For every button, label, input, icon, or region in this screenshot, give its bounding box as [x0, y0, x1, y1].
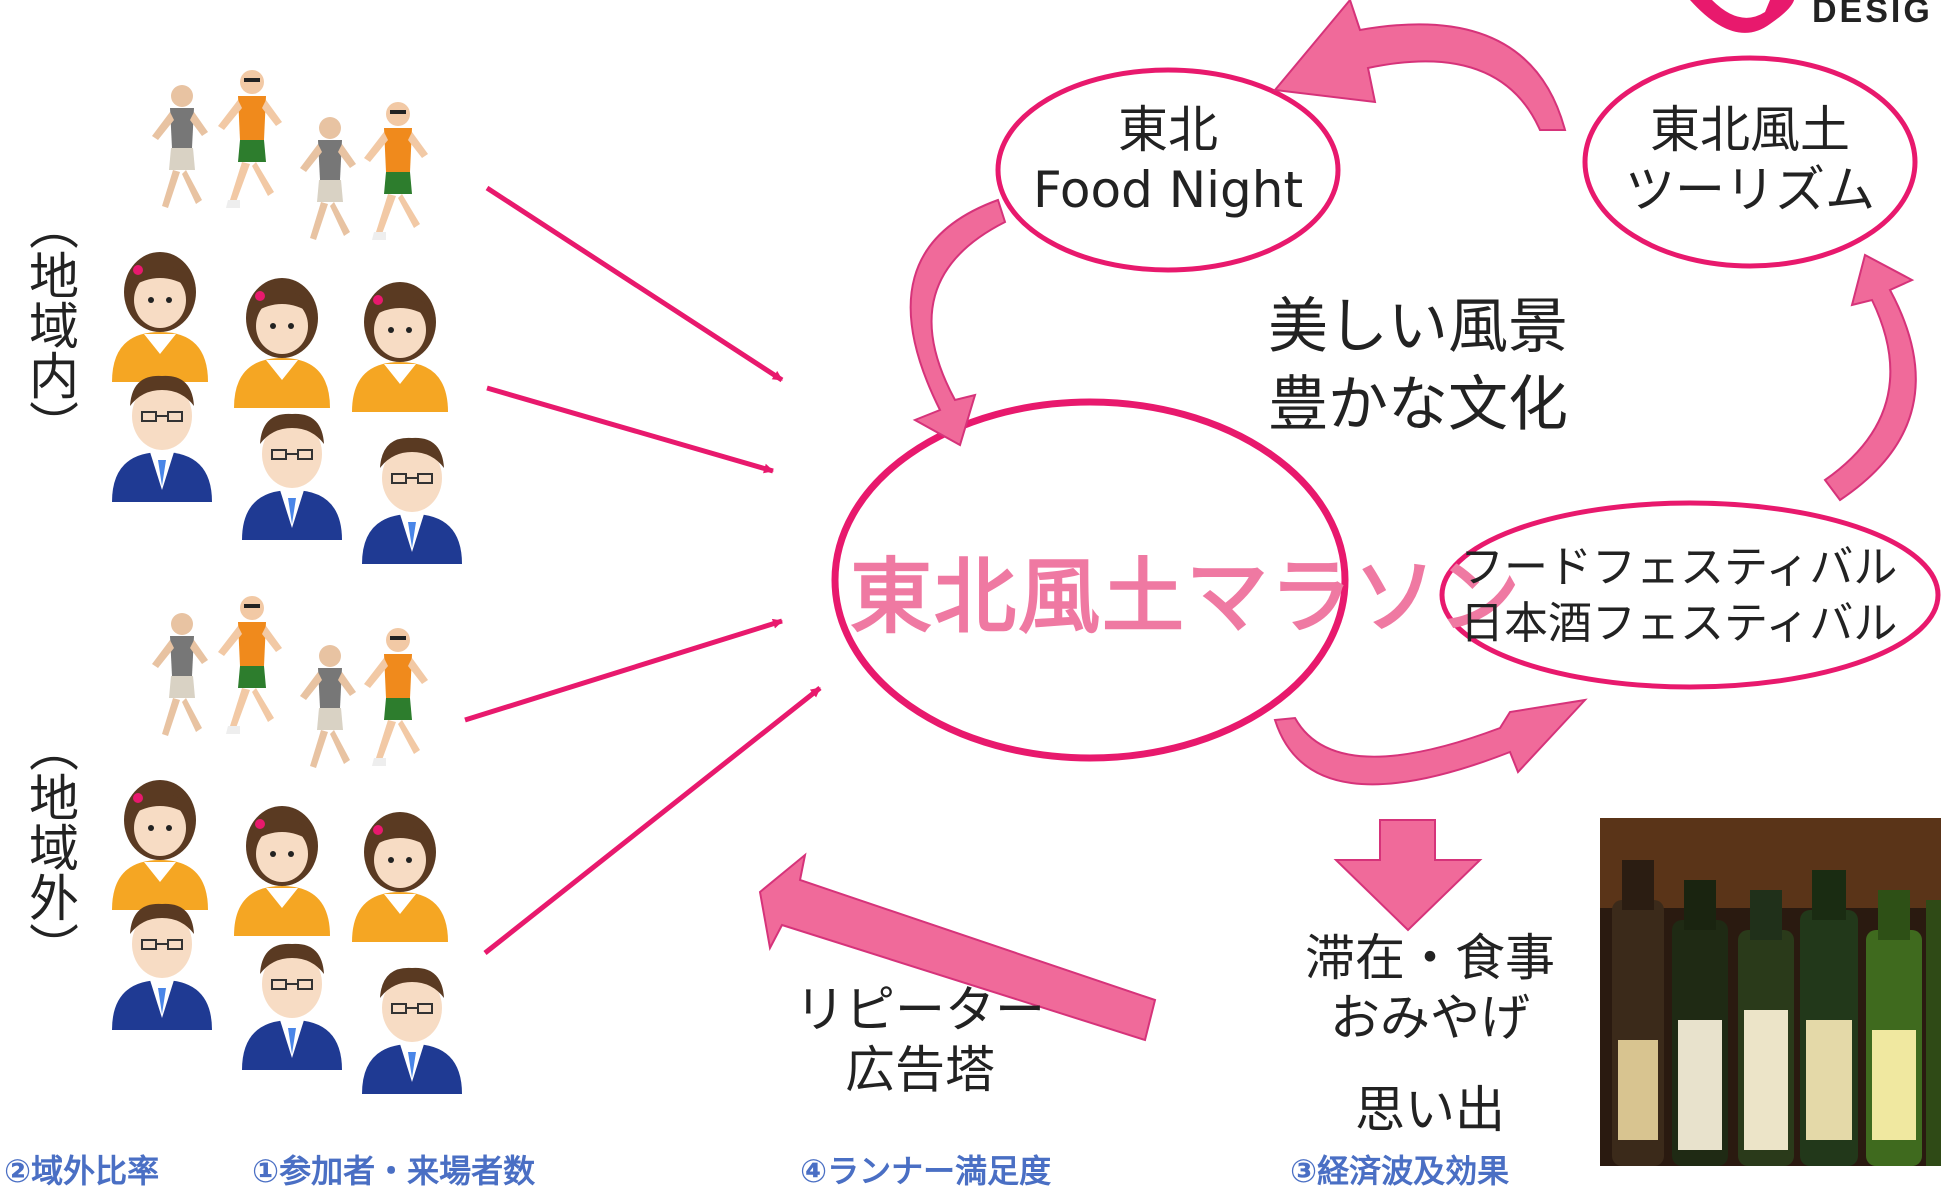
arrow-festival-to-tourism	[1823, 253, 1917, 502]
food-night-ellipse	[995, 67, 1341, 273]
arrow-outside-2	[483, 686, 822, 955]
people-inside-illustration	[111, 252, 463, 565]
sake-bottles-photo	[1600, 818, 1941, 1166]
food-night-label: 東北 Food Night	[1032, 101, 1304, 219]
runners-outside-illustration	[152, 596, 428, 768]
tourism-label: 東北風土 ツーリズム	[1625, 101, 1875, 219]
metric-outside-ratio: ②域外比率	[4, 1152, 160, 1190]
arrow-foodnight-to-marathon	[909, 198, 1007, 447]
scenery-culture-text: 美しい風景 豊かな文化	[1268, 292, 1568, 440]
runners-inside-illustration	[152, 70, 428, 240]
people-outside-illustration	[111, 780, 463, 1095]
marathon-ellipse	[831, 398, 1349, 762]
arrow-marathon-to-festival	[1273, 698, 1588, 786]
festival-label: フードフェスティバル 日本酒フェスティバル	[1460, 542, 1898, 649]
arrow-down	[1333, 819, 1483, 932]
metric-participants: ①参加者・来場者数	[252, 1152, 536, 1190]
tourism-ellipse	[1582, 55, 1918, 269]
arrow-repeater-back	[758, 852, 1157, 1042]
marathon-title: 東北風土マラソン	[850, 550, 1523, 645]
cycle-arrows	[758, 0, 1917, 1042]
participant-arrows	[464, 185, 822, 955]
metric-runner-satisfaction: ④ランナー満足度	[800, 1152, 1052, 1190]
arrow-inside-1	[485, 185, 784, 383]
logo-text: DESIG	[1812, 0, 1933, 30]
metric-economic-effect: ③経済波及効果	[1290, 1152, 1510, 1190]
arrow-tourism-to-foodnight	[1273, 0, 1567, 131]
outside-group-label: （地域外）	[21, 722, 79, 972]
logo-heart-icon	[1690, 0, 1794, 33]
memories-text: 思い出	[1355, 1081, 1505, 1139]
arrow-inside-2	[486, 385, 774, 474]
festival-ellipse	[1439, 500, 1941, 690]
stay-meal-text: 滞在・食事 おみやげ	[1305, 929, 1555, 1047]
repeater-text: リピーター 広告塔	[795, 981, 1045, 1099]
arrow-outside-1	[464, 618, 783, 723]
inside-group-label: （地域内）	[21, 200, 79, 450]
